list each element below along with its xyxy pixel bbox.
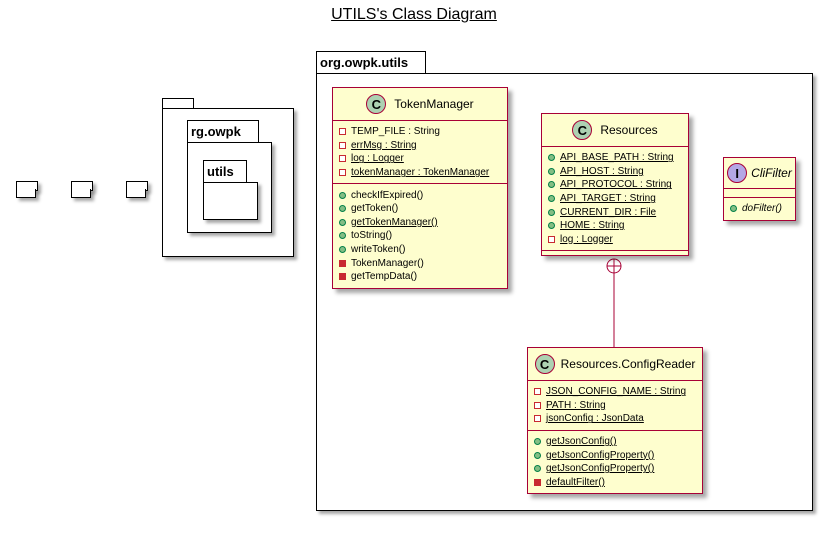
fields-section: JSON_CONFIG_NAME : String PATH : String … [528, 381, 702, 431]
field-row: jsonConfig : JsonData [534, 412, 696, 426]
private-icon [339, 169, 346, 177]
method-row: getJsonConfigProperty() [534, 462, 696, 476]
methods-section: doFilter() [724, 198, 795, 220]
method-row: getJsonConfigProperty() [534, 448, 696, 462]
private-icon [548, 235, 555, 243]
methods-section: getJsonConfig() getJsonConfigProperty() … [528, 431, 702, 493]
public-icon [339, 246, 346, 254]
method-row: TokenManager() [339, 256, 501, 270]
field-row: log : Logger [548, 233, 682, 247]
private-icon [534, 401, 541, 409]
private-method-icon [339, 259, 346, 267]
private-icon [534, 415, 541, 423]
methods-section: checkIfExpired() getToken() getTokenMana… [333, 184, 507, 287]
private-method-icon [339, 273, 346, 281]
class-badge: C [366, 94, 387, 114]
public-icon [534, 451, 541, 459]
class-name: TokenManager [394, 97, 474, 111]
package-label-utils: utils [207, 164, 234, 179]
field-row: API_BASE_PATH : String [548, 151, 682, 165]
class-badge: C [534, 354, 555, 374]
class-resources[interactable]: C Resources API_BASE_PATH : String API_H… [541, 113, 689, 257]
public-icon [548, 208, 555, 216]
field-row: tokenManager : TokenManager [339, 166, 501, 180]
fields-section: TEMP_FILE : String errMsg : String log :… [333, 121, 507, 185]
private-icon [534, 388, 541, 396]
public-icon [534, 438, 541, 446]
package-label-rg-owpk: rg.owpk [191, 124, 241, 139]
public-icon [534, 465, 541, 473]
field-row: JSON_CONFIG_NAME : String [534, 385, 696, 399]
field-row: CURRENT_DIR : File [548, 205, 682, 219]
class-resources-config-reader[interactable]: C Resources.ConfigReader JSON_CONFIG_NAM… [527, 347, 703, 495]
private-icon [339, 128, 346, 136]
method-row: defaultFilter() [534, 476, 696, 490]
method-row: toString() [339, 229, 501, 243]
public-icon [339, 191, 346, 199]
fields-section [724, 189, 795, 198]
interface-cli-filter[interactable]: I CliFilter doFilter() [723, 157, 796, 221]
public-icon [339, 232, 346, 240]
method-row: writeToken() [339, 243, 501, 257]
field-row: HOME : String [548, 219, 682, 233]
public-icon [548, 195, 555, 203]
public-icon [548, 154, 555, 162]
class-badge: C [572, 120, 593, 140]
interface-name: CliFilter [751, 166, 792, 180]
public-icon [730, 205, 737, 213]
method-row: getJsonConfig() [534, 435, 696, 449]
field-row: errMsg : String [339, 139, 501, 153]
public-icon [548, 222, 555, 230]
field-row: API_HOST : String [548, 165, 682, 179]
private-icon [339, 155, 346, 163]
field-row: log : Logger [339, 152, 501, 166]
class-name: Resources [600, 123, 658, 137]
public-icon [339, 205, 346, 213]
method-row: checkIfExpired() [339, 188, 501, 202]
method-row: getTokenManager() [339, 216, 501, 230]
method-row: getToken() [339, 202, 501, 216]
field-row: PATH : String [534, 399, 696, 413]
method-row: doFilter() [730, 202, 789, 216]
fields-section: API_BASE_PATH : String API_HOST : String… [542, 147, 688, 252]
package-label-org-owpk-utils: org.owpk.utils [320, 55, 409, 70]
class-token-manager[interactable]: C TokenManager TEMP_FILE : String errMsg… [332, 87, 508, 289]
interface-badge: I [727, 163, 748, 183]
field-row: API_TARGET : String [548, 192, 682, 206]
field-row: TEMP_FILE : String [339, 125, 501, 139]
public-icon [548, 181, 555, 189]
field-row: API_PROTOCOL : String [548, 178, 682, 192]
private-icon [339, 141, 346, 149]
public-icon [339, 218, 346, 226]
public-icon [548, 167, 555, 175]
private-method-icon [534, 478, 541, 486]
diagram-title: UTILS's Class Diagram [331, 6, 497, 23]
class-name: Resources.ConfigReader [560, 357, 696, 371]
method-row: getTempData() [339, 270, 501, 284]
methods-section [542, 251, 688, 255]
